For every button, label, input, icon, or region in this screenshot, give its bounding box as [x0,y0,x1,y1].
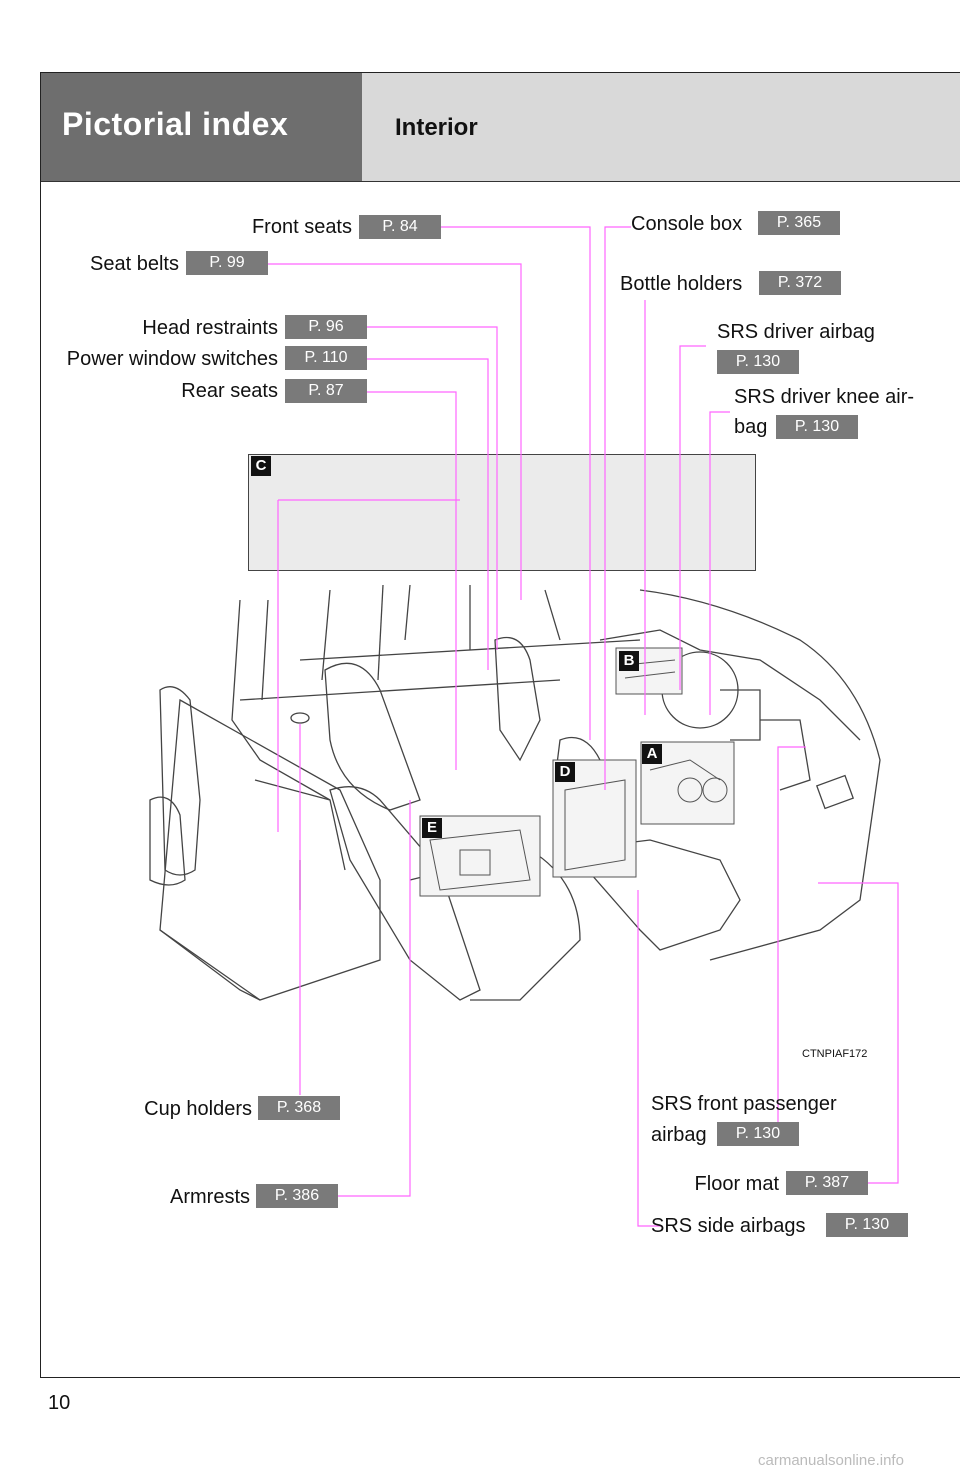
section-title: Pictorial index [62,106,289,142]
bottle-holders-ref[interactable]: P. 372 [759,271,841,295]
srs-driver-airbag-label: SRS driver airbag [717,321,875,343]
srs-front-passenger-airbag-label-2: airbag [651,1124,707,1146]
srs-driver-knee-airbag-ref[interactable]: P. 130 [776,415,858,439]
inset-tag-c: C [251,456,271,476]
vehicle-outline-drawing [149,584,881,1001]
srs-driver-airbag-leader [679,345,706,690]
srs-front-passenger-airbag-ref[interactable]: P. 130 [717,1122,799,1146]
side-airbags-leader [637,890,662,1227]
floor-mat-label: Floor mat [694,1173,779,1195]
srs-driver-knee-airbag-label-1: SRS driver knee air- [734,386,915,408]
floor-mat-leader [818,882,899,1184]
front-seats-leader [441,226,591,740]
bottle-holders-label: Bottle holders [620,273,743,295]
head-restraints-leader [367,326,498,650]
header-subsection-band [362,73,960,181]
srs-side-airbags-ref[interactable]: P. 130 [826,1213,908,1237]
watermark: carmanualsonline.info [758,1452,904,1469]
inset-tag-e: E [422,818,442,838]
leader-lines [268,226,899,1227]
seat-belts-label: Seat belts [90,253,179,275]
armrests-label: Armrests [170,1186,250,1208]
inset-b-panel [615,647,683,695]
head-restraints-label: Head restraints [142,317,278,339]
inset-c-panel [248,454,756,571]
figure-code: CTNPIAF172 [802,1048,868,1060]
power-window-leader [367,358,489,670]
inset-tag-d: D [555,762,575,782]
header-divider [41,181,960,182]
rear-seats-leader [367,391,457,770]
subsection-title: Interior [395,114,478,141]
cup-holders-ref[interactable]: P. 368 [258,1096,340,1120]
armrests-leader [338,800,411,1197]
head-restraints-ref[interactable]: P. 96 [285,315,367,339]
page-frame [40,72,960,1378]
floor-mat-ref[interactable]: P. 387 [786,1171,868,1195]
seat-belts-ref[interactable]: P. 99 [186,251,268,275]
seat-belts-leader [268,263,522,600]
armrests-ref[interactable]: P. 386 [256,1184,338,1208]
cup-holders-label: Cup holders [144,1098,252,1120]
header-section-band [41,73,362,181]
console-box-leader [604,226,631,790]
power-window-switches-label: Power window switches [66,348,278,370]
passenger-airbag-leader [777,746,806,1135]
power-window-switches-ref[interactable]: P. 110 [285,346,367,370]
rear-seats-label: Rear seats [181,380,278,402]
front-seats-label: Front seats [251,216,352,238]
console-box-ref[interactable]: P. 365 [758,211,840,235]
console-box-label: Console box [631,213,743,235]
srs-front-passenger-airbag-label-1: SRS front passenger [651,1093,837,1115]
inset-tag-b: B [619,651,639,671]
inset-tag-a: A [642,744,662,764]
page-number: 10 [48,1392,71,1414]
srs-side-airbags-label: SRS side airbags [651,1215,806,1237]
srs-knee-airbag-leader [709,411,730,715]
srs-driver-airbag-ref[interactable]: P. 130 [717,350,799,374]
front-seats-ref[interactable]: P. 84 [359,215,441,239]
rear-seats-ref[interactable]: P. 87 [285,379,367,403]
srs-driver-knee-airbag-label-2: bag [734,416,768,438]
